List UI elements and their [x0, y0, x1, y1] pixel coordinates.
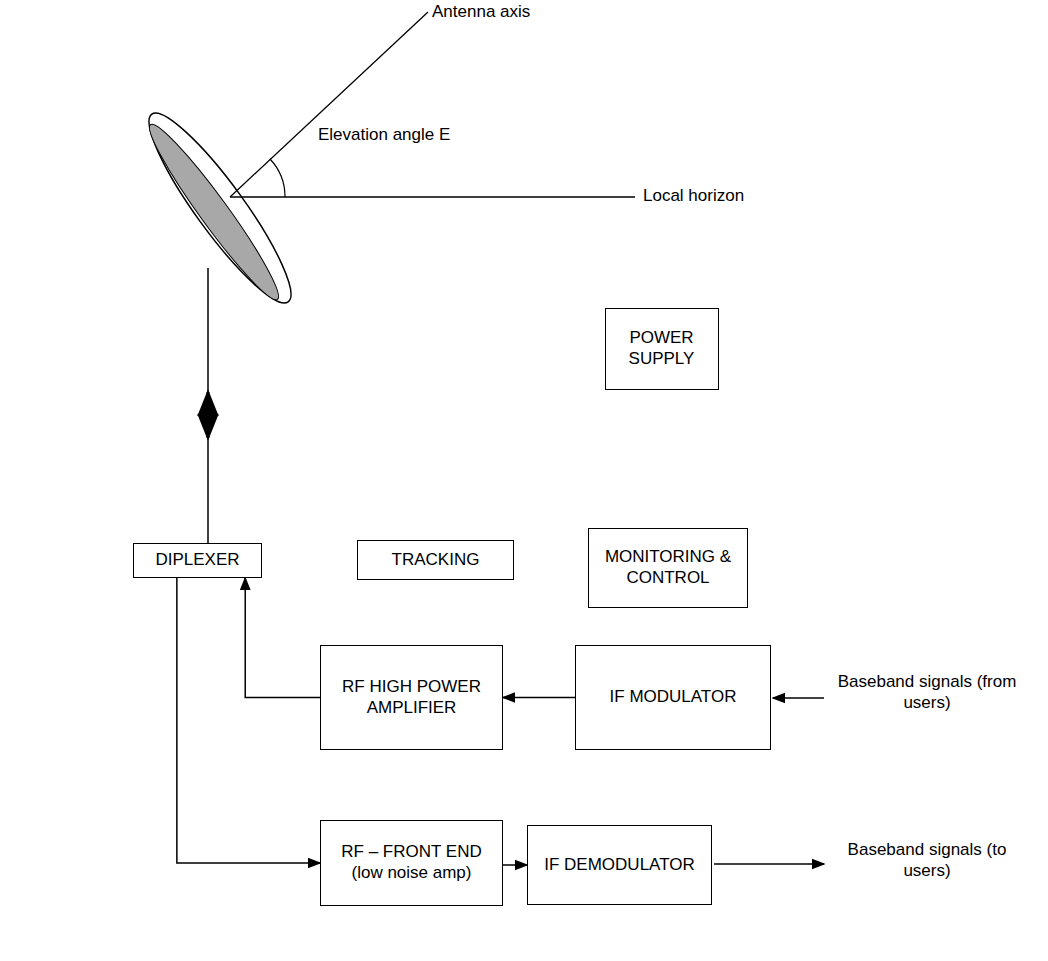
angle-label: Elevation angle E	[318, 125, 450, 146]
horizon-label: Local horizon	[643, 186, 744, 207]
box-text: RF – FRONT END	[341, 842, 481, 863]
dish-antenna	[132, 100, 307, 316]
box-text: MONITORING & CONTROL	[603, 547, 733, 588]
tracking-box: TRACKING	[357, 540, 514, 580]
horizon-line	[230, 196, 635, 197]
monitoring-box: MONITORING & CONTROL	[588, 528, 748, 608]
box-text: IF MODULATOR	[610, 687, 737, 708]
baseband-output-arrow	[714, 863, 824, 865]
box-text: POWER SUPPLY	[617, 328, 707, 369]
diplexer-box: DIPLEXER	[133, 543, 262, 578]
axis-label: Antenna axis	[432, 2, 530, 23]
baseband-label: Baseband signals (from users)	[832, 672, 1022, 713]
box-text: RF HIGH POWER AMPLIFIER	[337, 677, 487, 718]
amplifier-box: RF HIGH POWER AMPLIFIER	[320, 645, 503, 750]
demodulator-box: IF DEMODULATOR	[527, 825, 712, 905]
box-text: IF DEMODULATOR	[544, 855, 695, 876]
signal-connector	[177, 578, 320, 863]
power-supply-box: POWER SUPPLY	[605, 308, 719, 390]
baseband-input-arrow	[773, 697, 824, 699]
feed-line	[207, 268, 209, 544]
front-end-box: RF – FRONT END(low noise amp)	[320, 820, 503, 906]
signal-connector	[503, 697, 575, 699]
modulator-box: IF MODULATOR	[575, 645, 771, 750]
box-text: DIPLEXER	[155, 550, 239, 571]
signal-connector	[503, 864, 527, 866]
feed-double-arrow	[207, 415, 210, 438]
angle-arc	[270, 159, 285, 197]
baseband-label: Baseband signals (to users)	[832, 840, 1022, 881]
feed-double-arrow	[207, 392, 210, 415]
antenna-axis-line	[230, 12, 428, 197]
box-text: TRACKING	[392, 550, 480, 571]
signal-connector	[245, 578, 320, 698]
box-text: (low noise amp)	[352, 863, 472, 884]
